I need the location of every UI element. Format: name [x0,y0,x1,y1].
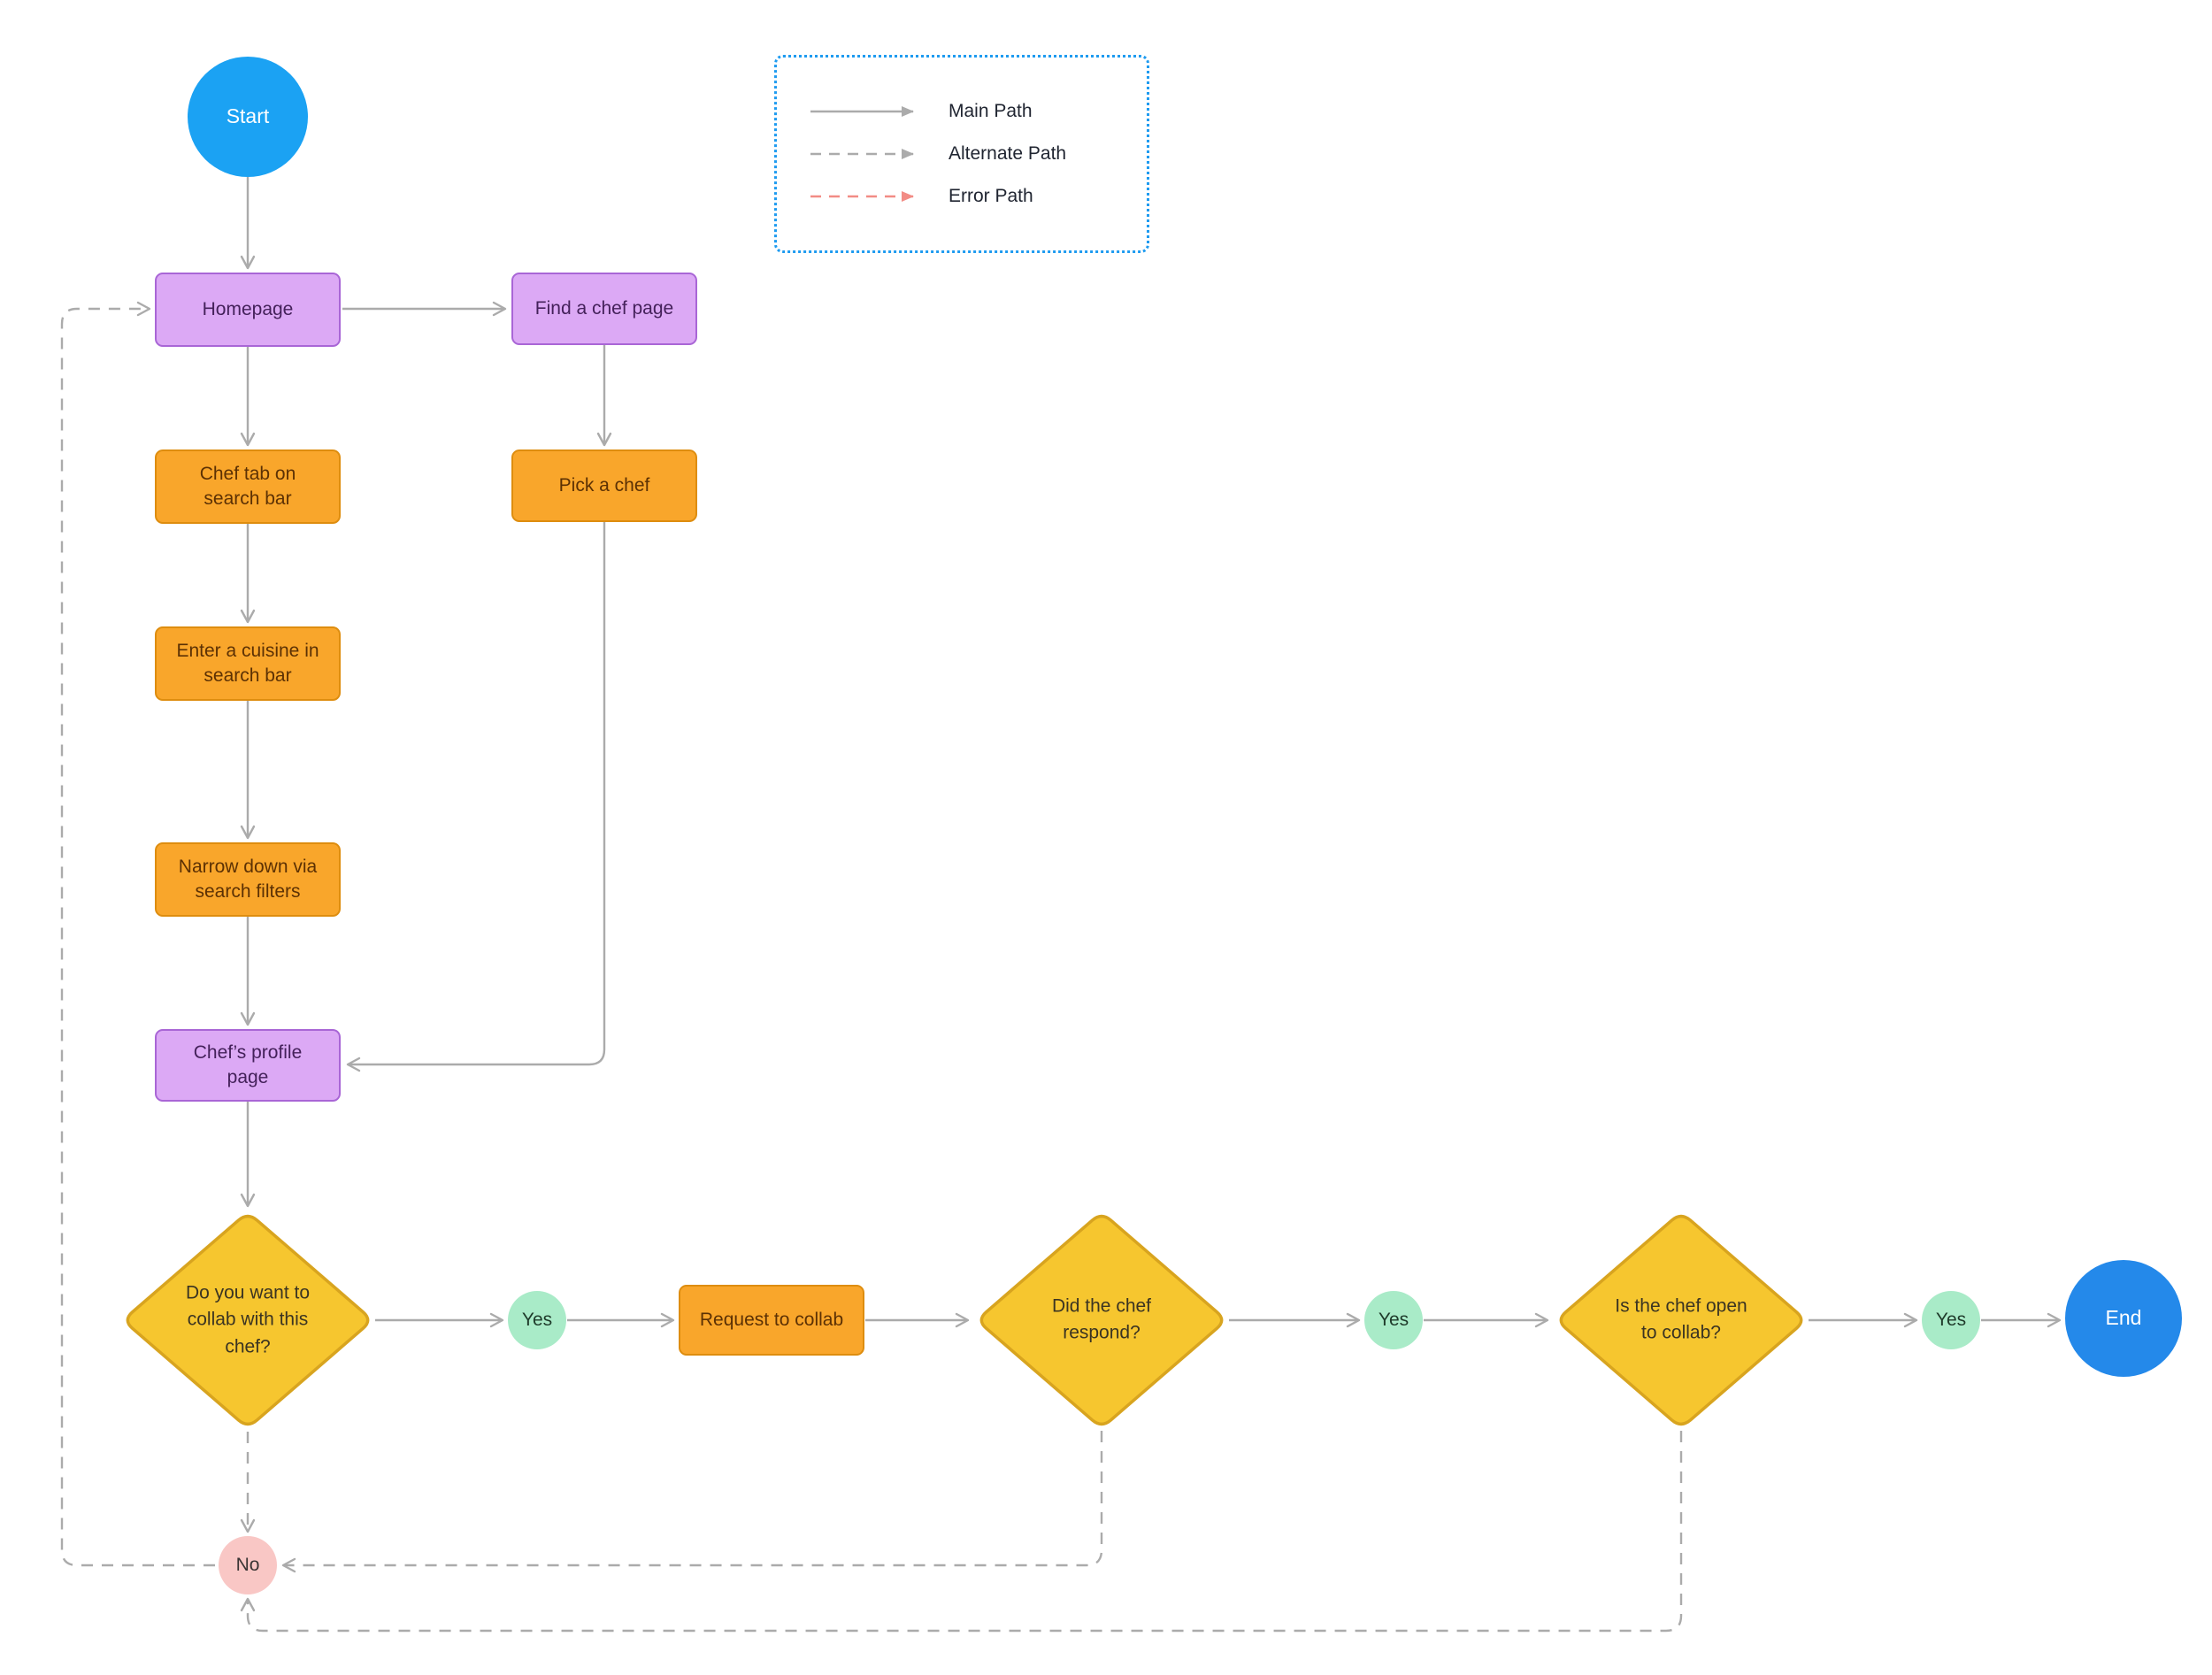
node-chefs-profile-page-label: Chef’s profile page [193,1041,303,1087]
node-narrow-down-label: Narrow down via search filters [178,856,318,902]
node-no-label: No [235,1554,260,1575]
node-narrow-down-filters: Narrow down via search filters [155,842,341,917]
node-no: No [219,1536,277,1594]
node-pick-a-chef: Pick a chef [511,449,697,522]
legend-alternate-path-line [810,149,914,159]
node-chef-tab-label: Chef tab on search bar [199,463,296,509]
node-request-to-collab-label: Request to collab [699,1309,844,1330]
legend-row-error-path: Error Path [810,186,1147,207]
node-yes-1-label: Yes [521,1309,553,1330]
node-enter-a-cuisine: Enter a cuisine in search bar [155,626,341,701]
node-start: Start [188,57,308,177]
node-yes-2-label: Yes [1378,1309,1409,1330]
node-yes-1: Yes [508,1291,566,1349]
node-find-chef-page-label: Find a chef page [534,297,674,319]
diamond-shape [979,1214,1224,1426]
node-start-label: Start [226,104,270,128]
edge-no-to-homepage [60,301,215,1567]
node-yes-2: Yes [1364,1291,1423,1349]
edge-pick-chef-to-profile-page [346,522,606,1072]
legend-error-path-line [810,191,914,202]
node-chef-tab-on-search-bar: Chef tab on search bar [155,449,341,524]
node-decision-chef-open: Is the chef open to collab? [1553,1209,1809,1432]
node-enter-a-cuisine-label: Enter a cuisine in search bar [176,640,319,686]
node-decision-want-collab-label: Do you want to collab with this chef? [185,1282,311,1357]
diamond-shape [126,1214,370,1426]
node-decision-chef-respond-label: Did the chef respond? [1051,1295,1152,1343]
legend-main-path-label: Main Path [949,101,1033,121]
node-find-chef-page: Find a chef page [511,273,697,345]
edge-decision-open-to-no [240,1431,1683,1633]
legend-error-path-label: Error Path [949,186,1033,206]
legend-alternate-path-label: Alternate Path [949,143,1067,164]
diamond-shape [1559,1214,1803,1426]
legend-row-main-path: Main Path [810,101,1147,122]
node-pick-a-chef-label: Pick a chef [558,474,650,496]
node-homepage: Homepage [155,273,341,347]
node-request-to-collab: Request to collab [679,1285,864,1356]
node-chefs-profile-page: Chef’s profile page [155,1029,341,1102]
node-yes-3: Yes [1922,1291,1980,1349]
node-decision-want-collab: Do you want to collab with this chef? [119,1209,376,1432]
legend-box: Main Path Alternate Path Error Path [774,55,1149,253]
node-decision-chef-open-label: Is the chef open to collab? [1615,1295,1747,1343]
edge-decision-respond-to-no [281,1431,1103,1573]
node-end: End [2065,1260,2182,1377]
legend-row-alternate-path: Alternate Path [810,143,1147,165]
node-end-label: End [2105,1306,2142,1330]
legend-main-path-line [810,106,914,117]
node-yes-3-label: Yes [1935,1309,1967,1330]
node-homepage-label: Homepage [202,298,294,319]
node-decision-chef-respond: Did the chef respond? [973,1209,1230,1432]
